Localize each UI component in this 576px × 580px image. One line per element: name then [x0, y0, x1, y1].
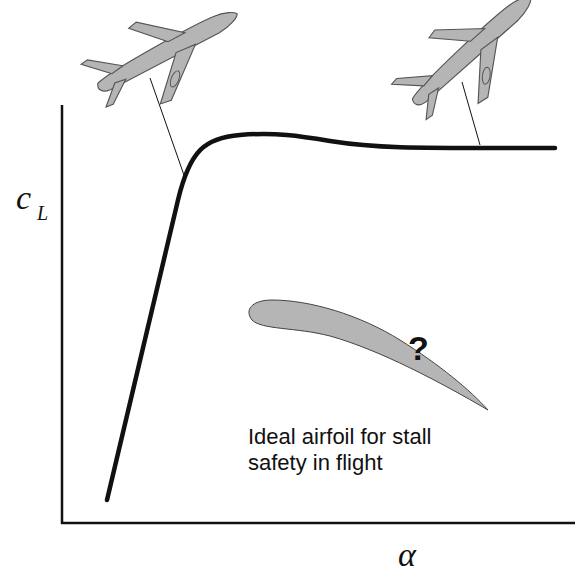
- axis-subscript: L: [37, 201, 48, 225]
- lift-curve: [107, 134, 555, 500]
- axis-label: α: [398, 535, 416, 576]
- airfoil-shape: [249, 300, 488, 410]
- axis-label: c: [16, 178, 31, 219]
- airplane-symbol: [76, 0, 259, 130]
- leader-line: [150, 78, 185, 178]
- question-mark: ?: [408, 328, 429, 369]
- x-axis: [61, 522, 575, 525]
- y-axis: [61, 105, 64, 524]
- leader-line: [462, 82, 480, 145]
- note-text: Ideal airfoil for stall safety in flight: [248, 424, 460, 477]
